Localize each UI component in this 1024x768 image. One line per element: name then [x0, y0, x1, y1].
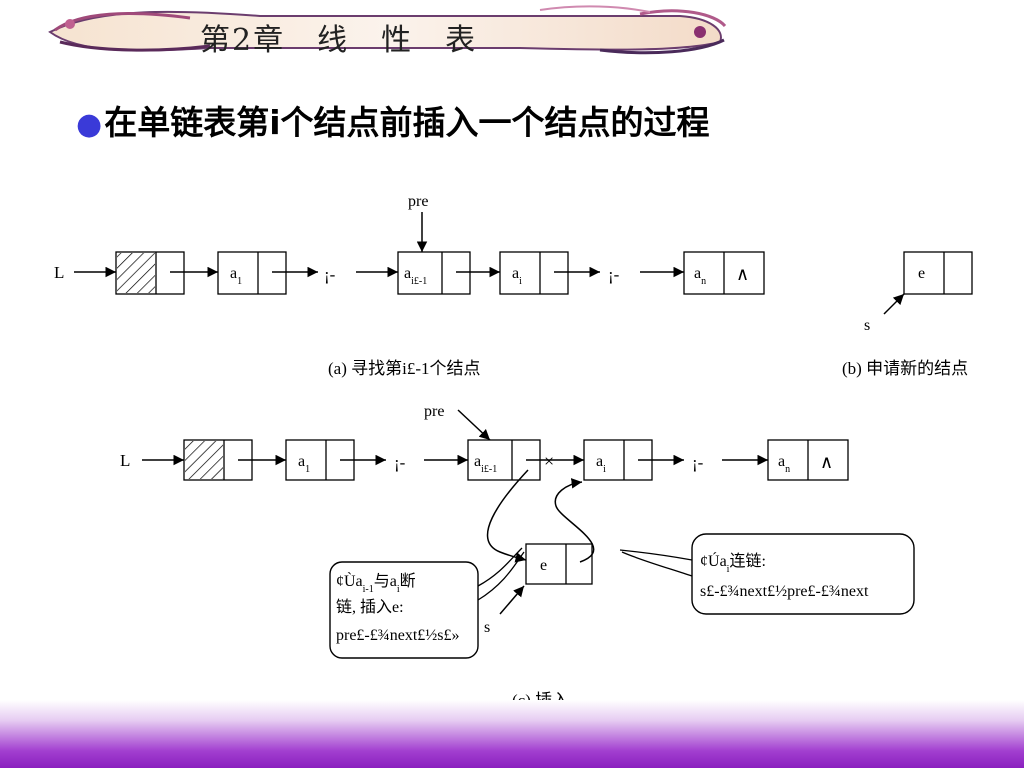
- head-label-L: L: [54, 263, 64, 282]
- chapter-title: 第2章 线 性 表: [200, 23, 478, 58]
- part-c: L a1 ¡- pre ai£-1 × ai: [120, 403, 915, 710]
- head-node: [183, 439, 253, 481]
- node-an: an ∧: [683, 251, 765, 295]
- pre-label: pre: [408, 193, 428, 210]
- s-label: s: [484, 619, 490, 636]
- svg-text:¢Úai连链:: ¢Úai连链:: [700, 551, 766, 575]
- svg-text:a1: a1: [230, 265, 242, 287]
- slide-heading: ●在单链表第i个结点前插入一个结点的过程: [76, 96, 710, 144]
- caption-a: (a) 寻找第i£-1个结点: [328, 359, 481, 378]
- svg-text:an: an: [778, 453, 790, 475]
- link-e-to-ai: [554, 478, 595, 563]
- node-an: an ∧: [767, 439, 849, 481]
- svg-text:e: e: [540, 557, 547, 574]
- svg-text:a1: a1: [298, 453, 310, 475]
- svg-text:ai£-1: ai£-1: [474, 453, 497, 475]
- heading-text: 在单链表第i个结点前插入一个结点的过程: [104, 103, 710, 142]
- part-a: L a1 ¡- pre ai£-1 ai ¡-: [54, 193, 765, 378]
- link-prev-to-e: [486, 469, 529, 563]
- node-a1: a1: [217, 251, 287, 295]
- footer-band: [0, 700, 1024, 768]
- callout-left: ¢Ùai-1与ai断 链, 插入e: pre£-£¾next£½s£»: [329, 547, 525, 659]
- null-symbol: ∧: [736, 264, 749, 284]
- header-banner: [48, 5, 727, 55]
- pre-label: pre: [424, 403, 444, 420]
- node-ai: ai: [499, 251, 569, 295]
- head-label-L: L: [120, 451, 130, 470]
- ellipsis: ¡-: [608, 265, 620, 284]
- svg-text:ai: ai: [596, 453, 606, 475]
- node-subscript: 1: [237, 276, 242, 287]
- node-e: e: [525, 543, 593, 585]
- bullet-icon: ●: [76, 107, 103, 142]
- callout-right: ¢Úai连链: s£-£¾next£½pre£-£¾next: [619, 533, 915, 615]
- s-label: s: [864, 317, 870, 334]
- svg-text:ai: ai: [512, 265, 522, 287]
- node-e-new: e: [903, 251, 973, 295]
- svg-text:pre£-£¾next£½s£»: pre£-£¾next£½s£»: [336, 627, 460, 644]
- null-symbol: ∧: [820, 452, 833, 472]
- head-node: [115, 251, 185, 295]
- caption-b: (b) 申请新的结点: [842, 359, 968, 378]
- ellipsis: ¡-: [394, 453, 406, 472]
- part-b: e s (b) 申请新的结点: [842, 251, 973, 378]
- node-prev: ai£-1: [397, 251, 471, 295]
- cut-mark: ×: [544, 451, 554, 471]
- svg-text:e: e: [918, 265, 925, 282]
- svg-text:s£-£¾next£½pre£-£¾next: s£-£¾next£½pre£-£¾next: [700, 583, 869, 600]
- svg-text:ai£-1: ai£-1: [404, 265, 427, 287]
- ellipsis: ¡-: [324, 265, 336, 284]
- node-label: a: [230, 265, 237, 282]
- svg-text:¢Ùai-1与ai断: ¢Ùai-1与ai断: [336, 571, 416, 595]
- ellipsis: ¡-: [692, 453, 704, 472]
- svg-text:链, 插入e:: 链, 插入e:: [336, 598, 404, 616]
- svg-text:an: an: [694, 265, 706, 287]
